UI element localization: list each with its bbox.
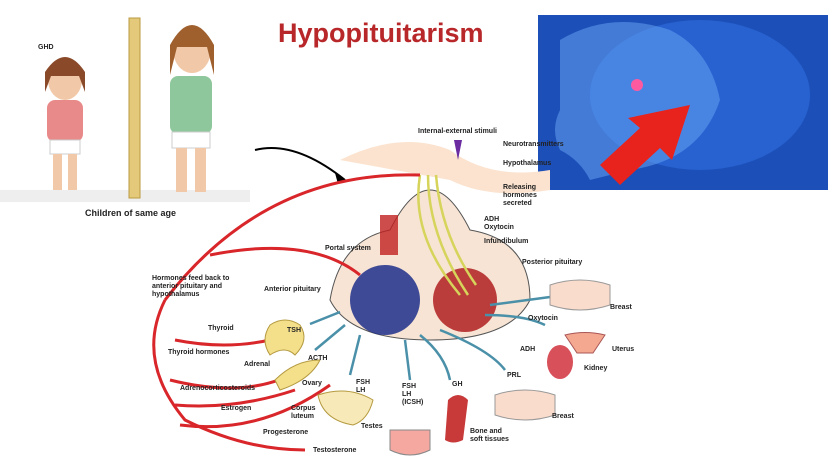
label-uterus: Uterus — [612, 346, 635, 353]
label-anterior-pituitary: Anterior pituitary — [264, 286, 321, 293]
label-corpus-luteum: Corpus luteum — [291, 405, 316, 420]
label-ovary: Ovary — [302, 380, 322, 387]
label-breast-bottom: Breast — [552, 413, 574, 420]
label-feedback: Hormones feed back to anterior pituitary… — [152, 275, 230, 298]
label-hypothalamus: Hypothalamus — [503, 160, 552, 167]
label-tsh: TSH — [287, 327, 301, 334]
label-breast-top: Breast — [610, 304, 632, 311]
label-kidney: Kidney — [584, 365, 608, 372]
uterus-icon — [564, 332, 606, 354]
label-adh: ADH — [520, 346, 536, 353]
label-gh: GH — [452, 381, 463, 388]
breast-top-icon — [549, 279, 611, 311]
head-mri-image — [538, 15, 828, 190]
label-prl: PRL — [507, 372, 521, 379]
label-releasing-hormones: Releasing hormones secreted — [503, 184, 537, 207]
label-adrenal: Adrenal — [244, 361, 271, 368]
testes-icon — [389, 429, 431, 456]
hormone-arrows — [309, 295, 551, 381]
bone-icon — [445, 395, 468, 443]
label-bone-soft-tissues: Bone and soft tissues — [470, 428, 509, 443]
stimulus-arrow-icon — [454, 140, 462, 160]
pituitary-diagram — [152, 140, 611, 456]
label-posterior-pituitary: Posterior pituitary — [522, 259, 583, 266]
label-neurotransmitters: Neurotransmitters — [503, 141, 564, 148]
feedback-arrows — [152, 173, 421, 452]
ghd-label: GHD — [38, 44, 54, 51]
label-thyroid: Thyroid — [208, 325, 234, 332]
children-illustration — [0, 17, 250, 202]
height-ruler — [128, 17, 141, 199]
label-fsh-lh-icsh: FSH LH (ICSH) — [402, 383, 424, 406]
label-acth: ACTH — [308, 355, 328, 362]
page-title: Hypopituitarism — [278, 18, 484, 48]
breast-bottom-icon — [494, 389, 556, 421]
label-adrenocorticosteroids: Adrenocorticosteroids — [180, 385, 256, 392]
label-adh-oxytocin: ADH Oxytocin — [484, 216, 514, 231]
label-infundibulum: Infundibulum — [484, 238, 529, 245]
ovary-icon — [317, 390, 374, 426]
label-testosterone: Testosterone — [313, 447, 357, 454]
children-caption: Children of same age — [85, 208, 177, 218]
label-thyroid-hormones: Thyroid hormones — [168, 349, 230, 356]
label-oxytocin: Oxytocin — [528, 315, 558, 322]
label-portal-system: Portal system — [325, 245, 371, 252]
label-testes: Testes — [361, 423, 383, 430]
label-progesterone: Progesterone — [263, 429, 309, 436]
adrenal-icon — [274, 359, 321, 391]
kidney-icon — [547, 345, 573, 379]
label-estrogen: Estrogen — [221, 405, 252, 412]
label-stimuli: Internal-external stimuli — [418, 128, 497, 135]
label-fsh-lh: FSH LH — [356, 379, 370, 394]
thyroid-icon — [264, 319, 305, 356]
pointer-arrow-icon — [600, 105, 690, 185]
